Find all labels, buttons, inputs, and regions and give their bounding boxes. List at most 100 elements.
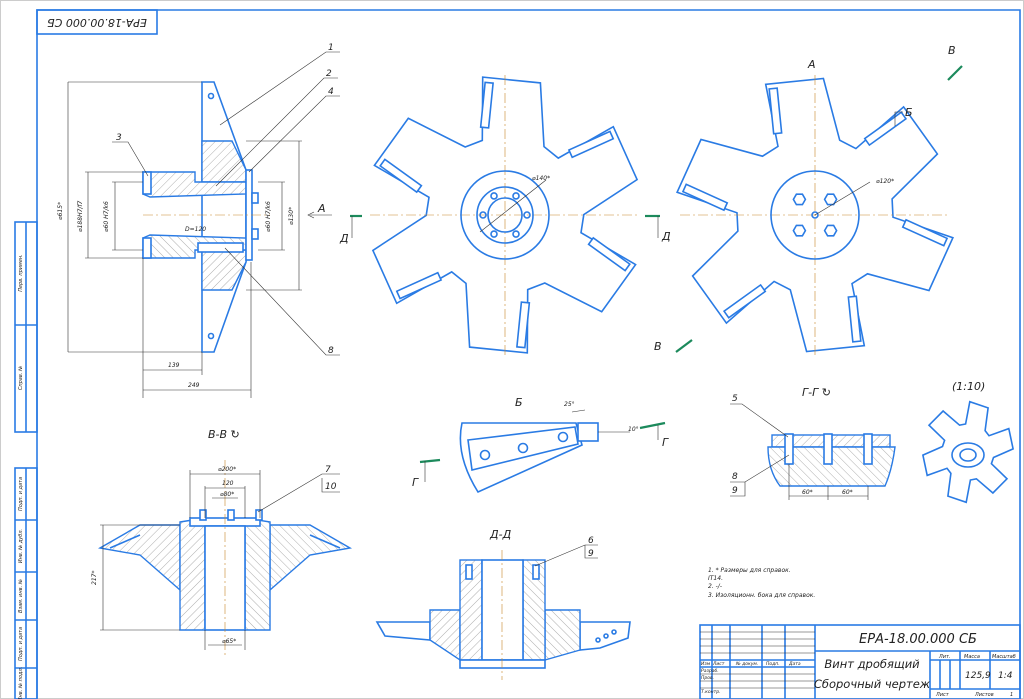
blade-cutter-strip xyxy=(567,130,615,159)
view-marker-v-top: В xyxy=(948,44,956,57)
dim-diameter-60-left: ⌀60 H7/k6 xyxy=(103,201,110,232)
callout-4: 4 xyxy=(328,87,334,97)
left-strip-label: Справ. № xyxy=(18,366,24,390)
dim-80: ⌀80* xyxy=(220,491,234,498)
callout-1: 1 xyxy=(328,43,334,53)
note-3: 3. Изоляционн. бока для справок. xyxy=(708,592,815,599)
drawing-name: Винт дробящий xyxy=(824,657,920,671)
bolt-hole xyxy=(490,230,498,238)
role-developer: Разраб. xyxy=(701,668,719,674)
blade-cutter-strip xyxy=(379,158,423,194)
dim-angle-25: 25° xyxy=(564,401,575,408)
dim-diameter-60-right: ⌀60 H7/k6 xyxy=(265,201,272,232)
section-dd: Д-Д 6 9 xyxy=(375,528,631,680)
stamp-code: ЕРА-18.00.000 СБ xyxy=(47,16,147,29)
callout-5: 5 xyxy=(732,394,738,404)
section-marker-d-right: Д xyxy=(661,230,671,243)
left-strip-label: Взам. инв. № xyxy=(18,579,24,613)
view-marker-b: Б xyxy=(905,106,913,119)
dim-249: 249 xyxy=(188,382,200,389)
blade-cutter-strip xyxy=(479,81,494,129)
left-strip-label: Подп. и дата xyxy=(18,477,24,511)
role-checker: Пров. xyxy=(701,675,714,681)
note-1-cont: IT14. xyxy=(708,575,723,582)
note-1: 1. * Размеры для справок. xyxy=(708,567,791,574)
callout-7: 7 xyxy=(325,465,331,475)
sheet-label: Лист xyxy=(935,692,950,698)
section-marker-g-right: Г xyxy=(662,436,669,449)
hex-nut xyxy=(823,193,838,206)
detail-b-title: Б xyxy=(515,396,523,409)
blade-cutter-strip xyxy=(847,295,862,343)
dim-60-right: 60* xyxy=(842,489,853,496)
blade-cutter-strip xyxy=(901,218,949,247)
bolt-hole xyxy=(512,230,520,238)
left-strip-label: Инв. № подл. xyxy=(18,667,24,699)
callout-8-gg: 8 xyxy=(732,472,738,482)
blade-cutter-strip xyxy=(722,283,767,319)
section-vv-title: В-В ↻ xyxy=(208,428,240,441)
stamp-box: ЕРА-18.00.000 СБ xyxy=(36,9,158,35)
callout-3: 3 xyxy=(116,133,122,143)
title-block: ЕРА-18.00.000 СБ Винт дробящий Сборочный… xyxy=(699,624,1021,699)
callout-9-gg: 9 xyxy=(732,486,738,496)
hex-nut xyxy=(792,224,807,237)
left-strip-label: Перв. примен. xyxy=(18,254,24,292)
hex-nut xyxy=(823,224,838,237)
col-signature: Подп. xyxy=(766,661,780,667)
callout-9-dd: 9 xyxy=(588,549,594,559)
dim-hub-140: ⌀140* xyxy=(532,175,550,182)
left-strip-label: Подп. и дата xyxy=(18,627,24,661)
iso-scale-label: (1:10) xyxy=(952,380,985,393)
section-dd-title: Д-Д xyxy=(489,528,512,541)
col-change: Изм xyxy=(701,661,711,667)
note-2: 2. -/- xyxy=(708,583,722,590)
blade-cutter-strip xyxy=(768,87,783,135)
view-marker-a: А xyxy=(317,202,326,215)
rotor-back-view: ⌀120* Б В В xyxy=(654,44,963,355)
scale-value: 1:4 xyxy=(998,671,1013,681)
hex-nut xyxy=(792,193,807,206)
dim-139: 139 xyxy=(168,362,180,369)
view-marker-v-bottom: В xyxy=(654,340,662,353)
mass-value: 125,9 xyxy=(965,671,991,681)
blade-cutter-strip xyxy=(516,301,531,349)
callout-2: 2 xyxy=(326,69,332,79)
sheets-value: 1 xyxy=(1010,692,1013,698)
callout-6: 6 xyxy=(588,536,594,546)
bolt-hole xyxy=(490,192,498,200)
bolt-hole xyxy=(512,192,520,200)
callout-10: 10 xyxy=(325,482,337,492)
dim-diameter-130: ⌀130* xyxy=(288,207,295,225)
role-tech-control: Т.контр. xyxy=(701,689,721,695)
dim-diameter-188: ⌀188H7/f7 xyxy=(77,200,84,232)
view-label-a: А xyxy=(807,58,816,71)
col-date: Дата xyxy=(788,661,801,667)
dim-217: 217* xyxy=(91,571,98,585)
dim-200: ⌀200* xyxy=(218,466,236,473)
dim-angle-10: 10° xyxy=(628,426,639,433)
callout-8: 8 xyxy=(328,346,334,356)
drawing-code: ЕРА-18.00.000 СБ xyxy=(859,632,977,647)
dim-60-left: 60* xyxy=(802,489,813,496)
isometric-view: (1:10) xyxy=(921,380,1015,504)
main-section-view: ⌀615* ⌀188H7/f7 ⌀60 H7/k6 ⌀60 H7/k6 ⌀130… xyxy=(57,43,362,398)
technical-notes: 1. * Размеры для справок. IT14. 2. -/- 3… xyxy=(708,567,815,599)
section-gg: Г-Г ↻ 60* 60* 5 8 9 xyxy=(730,386,896,500)
detail-b: Б 25° 10° Г Г xyxy=(412,396,669,494)
section-marker-d-left: Д xyxy=(339,232,349,245)
section-marker-g-left: Г xyxy=(412,476,419,489)
dim-d120: D=120 xyxy=(185,226,206,233)
scale-label: Масштаб xyxy=(992,654,1016,660)
blade-cutter-strip xyxy=(681,183,729,212)
col-sheet: Лист xyxy=(712,661,725,667)
blade-cutter-strip xyxy=(395,271,443,300)
bolt-hole xyxy=(523,211,531,219)
sheets-label: Листов xyxy=(974,692,994,698)
rotor-front-view: ⌀140* А Д xyxy=(370,58,816,355)
dim-diameter-615: ⌀615* xyxy=(57,202,64,220)
dim-65: ⌀65* xyxy=(222,638,236,645)
dim-hub-120: ⌀120* xyxy=(876,178,894,185)
